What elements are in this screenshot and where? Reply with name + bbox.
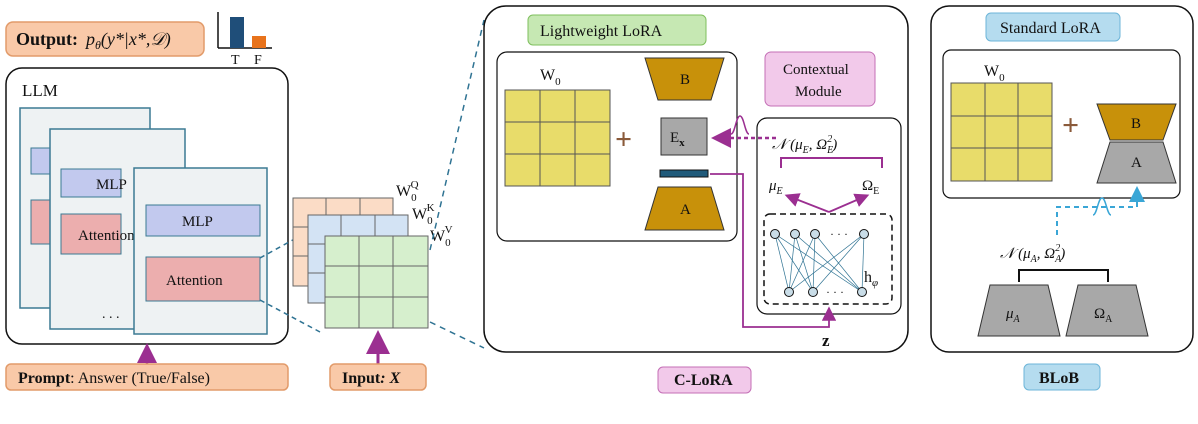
attention-label: Attention: [166, 273, 223, 289]
hphi-label: hφ: [864, 269, 878, 289]
blob-gaussian-icon: [1092, 197, 1112, 216]
clora-z: z: [822, 331, 830, 350]
bar-false-label: F: [254, 53, 262, 68]
clora-title: C-LoRA: [657, 366, 752, 394]
wk-label: W0K: [412, 202, 435, 227]
svg-text:B: B: [680, 72, 690, 88]
clora-w0: W0: [540, 67, 561, 88]
output-box: Output: pθ(y*|x*,𝒟): [5, 21, 205, 57]
clora-latent-bar: [659, 169, 709, 178]
blob-a-block: A: [1096, 141, 1177, 184]
clora-b-block: B: [644, 57, 725, 101]
bar-true: [230, 17, 244, 48]
blob-normal: 𝒩 (μA, ΩA2): [1000, 243, 1065, 265]
svg-text:Ex: Ex: [670, 130, 685, 149]
blob-w0-grid: [950, 82, 1053, 182]
clora-ex-block: Ex: [660, 117, 708, 156]
svg-text:A: A: [1131, 155, 1142, 171]
input-text: Input: X: [342, 370, 401, 387]
svg-text:Contextual: Contextual: [783, 62, 849, 78]
blob-plus-icon: +: [1062, 109, 1079, 142]
blob-omega-block: ΩA: [1065, 284, 1149, 337]
mlp-label-back: MLP: [96, 177, 127, 193]
svg-text:· · ·: · · ·: [830, 227, 848, 241]
svg-text:· · ·: · · ·: [826, 285, 844, 299]
mini-bar-chart: T F: [217, 12, 272, 68]
clora-mu: μE: [768, 178, 783, 197]
clora-normal: 𝒩 (μE, ΩE2): [772, 134, 837, 156]
wq-label: W0Q: [396, 179, 419, 204]
wv-label: W0V: [430, 224, 453, 249]
blob-b-block: B: [1096, 103, 1177, 141]
svg-text:μA: μA: [1005, 306, 1021, 325]
prompt-box: Prompt: Answer (True/False): [5, 363, 289, 391]
blob-title: BLoB: [1023, 363, 1101, 391]
plus-icon: +: [615, 123, 632, 156]
clora-w0-grid: [504, 89, 611, 187]
clora-omega: ΩE: [862, 178, 879, 197]
svg-text:ΩA: ΩA: [1094, 306, 1113, 325]
mlp-label: MLP: [182, 214, 213, 230]
gaussian-curve-icon: [730, 115, 750, 135]
weight-matrices: W0Q W0K W0V: [292, 179, 453, 329]
blob-tag: Standard LoRA: [1000, 20, 1101, 37]
llm-ellipsis: . . .: [102, 307, 120, 322]
svg-text:B: B: [1131, 116, 1141, 132]
blob-w0: W0: [984, 63, 1005, 84]
svg-text:Module: Module: [795, 84, 842, 100]
bar-true-label: T: [231, 53, 240, 68]
blob-panel: Standard LoRA W0 + B A 𝒩 (μA, ΩA2) μA ΩA: [930, 5, 1194, 353]
input-box: Input: X: [329, 363, 427, 391]
svg-text:C-LoRA: C-LoRA: [674, 372, 733, 389]
svg-text:BLoB: BLoB: [1039, 370, 1079, 387]
clora-panel: Lightweight LoRA W0 + B Ex A Contextual …: [483, 5, 909, 353]
neural-net-icon: · · · · · ·: [770, 227, 869, 299]
contextual-module-tag: Contextual Module: [764, 51, 876, 107]
prompt-text: Prompt: Answer (True/False): [18, 370, 210, 387]
clora-a-block: A: [644, 186, 725, 231]
bar-false: [252, 36, 266, 48]
llm-title: LLM: [22, 81, 58, 100]
matrix-wv: [324, 235, 429, 329]
clora-tag: Lightweight LoRA: [540, 23, 663, 40]
svg-text:A: A: [680, 202, 691, 218]
llm-box: LLM MLP Attention . . . MLP Attention: [5, 67, 289, 345]
blob-mu-block: μA: [977, 284, 1061, 337]
output-label: Output:: [16, 29, 78, 49]
output-formula: pθ(y*|x*,𝒟): [84, 29, 171, 52]
attention-label-back: Attention: [78, 228, 135, 244]
